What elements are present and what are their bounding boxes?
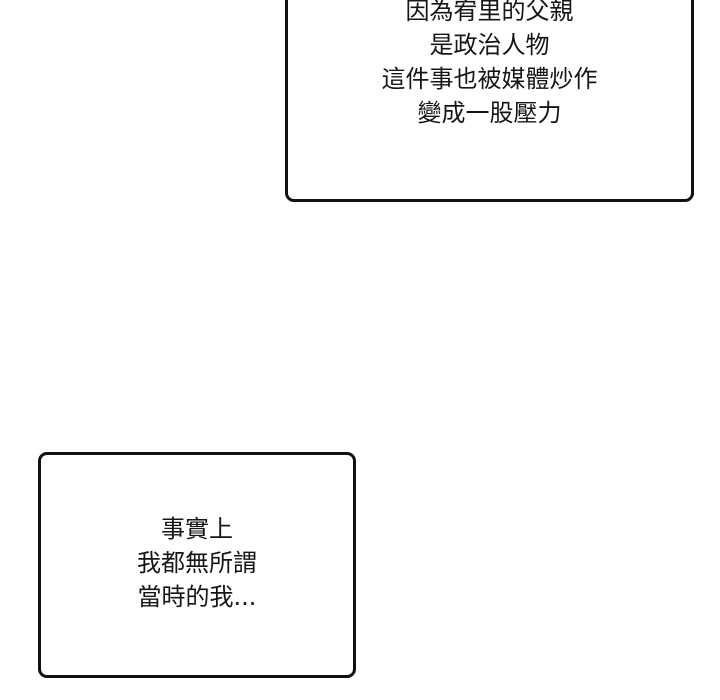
narration-box-bottom: 事實上 我都無所謂 當時的我... (38, 452, 356, 678)
narration-box-top: 因為宥里的父親 是政治人物 這件事也被媒體炒作 變成一股壓力 (285, 0, 694, 202)
narration-line: 我都無所謂 (137, 549, 257, 577)
narration-line: 變成一股壓力 (417, 99, 562, 127)
narration-line: 是政治人物 (429, 31, 550, 59)
narration-line: 事實上 (161, 515, 233, 543)
narration-line: 因為宥里的父親 (405, 0, 574, 25)
narration-line: 這件事也被媒體炒作 (381, 65, 598, 93)
narration-line: 當時的我... (137, 583, 257, 611)
